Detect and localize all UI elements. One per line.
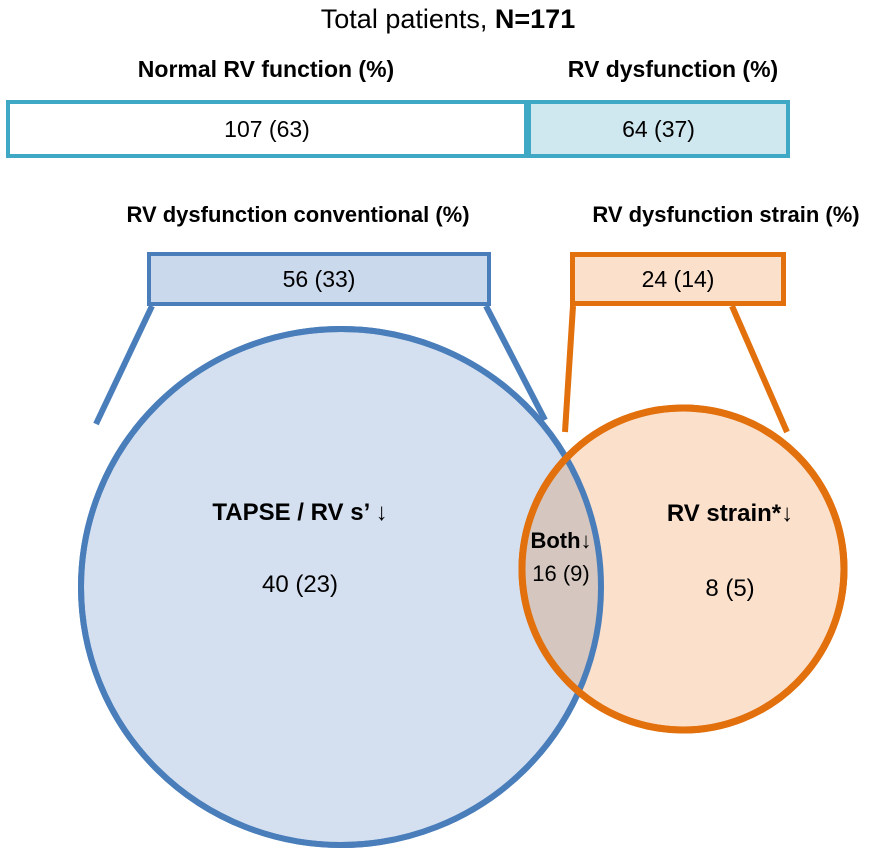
title-prefix: Total patients,: [320, 4, 495, 34]
bar-normal-value: 107 (63): [224, 115, 310, 142]
venn-left-label: TAPSE / RV s’ ↓: [212, 499, 388, 526]
box-conventional-value: 56 (33): [282, 265, 356, 292]
header-rv-dysfunction: RV dysfunction (%): [567, 56, 779, 82]
connector-strain-left: [562, 305, 576, 433]
page-title: Total patients, N=171: [0, 2, 896, 36]
header-rv-dysfunction-strain: RV dysfunction strain (%): [592, 202, 860, 227]
title-total-n: N=171: [494, 4, 576, 34]
venn-right-value: 8 (5): [705, 575, 755, 602]
venn-circle-strain-outline: [518, 404, 848, 734]
connector-conventional-left: [93, 304, 155, 426]
header-rv-dysfunction-conventional: RV dysfunction conventional (%): [126, 202, 470, 227]
venn-intersection-value: 16 (9): [532, 561, 590, 586]
venn-intersection-label: Both↓: [530, 528, 592, 553]
connector-conventional-right: [483, 304, 548, 422]
bar-normal-rv-function: 107 (63): [6, 100, 528, 158]
bar-rv-dysfunction: 64 (37): [527, 100, 790, 158]
venn-left-value: 40 (23): [261, 571, 339, 598]
venn-right-label: RV strain*↓: [666, 500, 794, 527]
bar-dysfunction-value: 64 (37): [622, 115, 695, 142]
connector-strain-right: [729, 304, 790, 434]
box-rv-dysfunction-strain: 24 (14): [570, 252, 786, 306]
header-normal-rv-function: Normal RV function (%): [137, 56, 395, 82]
venn-circle-conventional-outline: [78, 326, 604, 848]
box-rv-dysfunction-conventional: 56 (33): [147, 252, 491, 306]
box-strain-value: 24 (14): [641, 265, 715, 292]
